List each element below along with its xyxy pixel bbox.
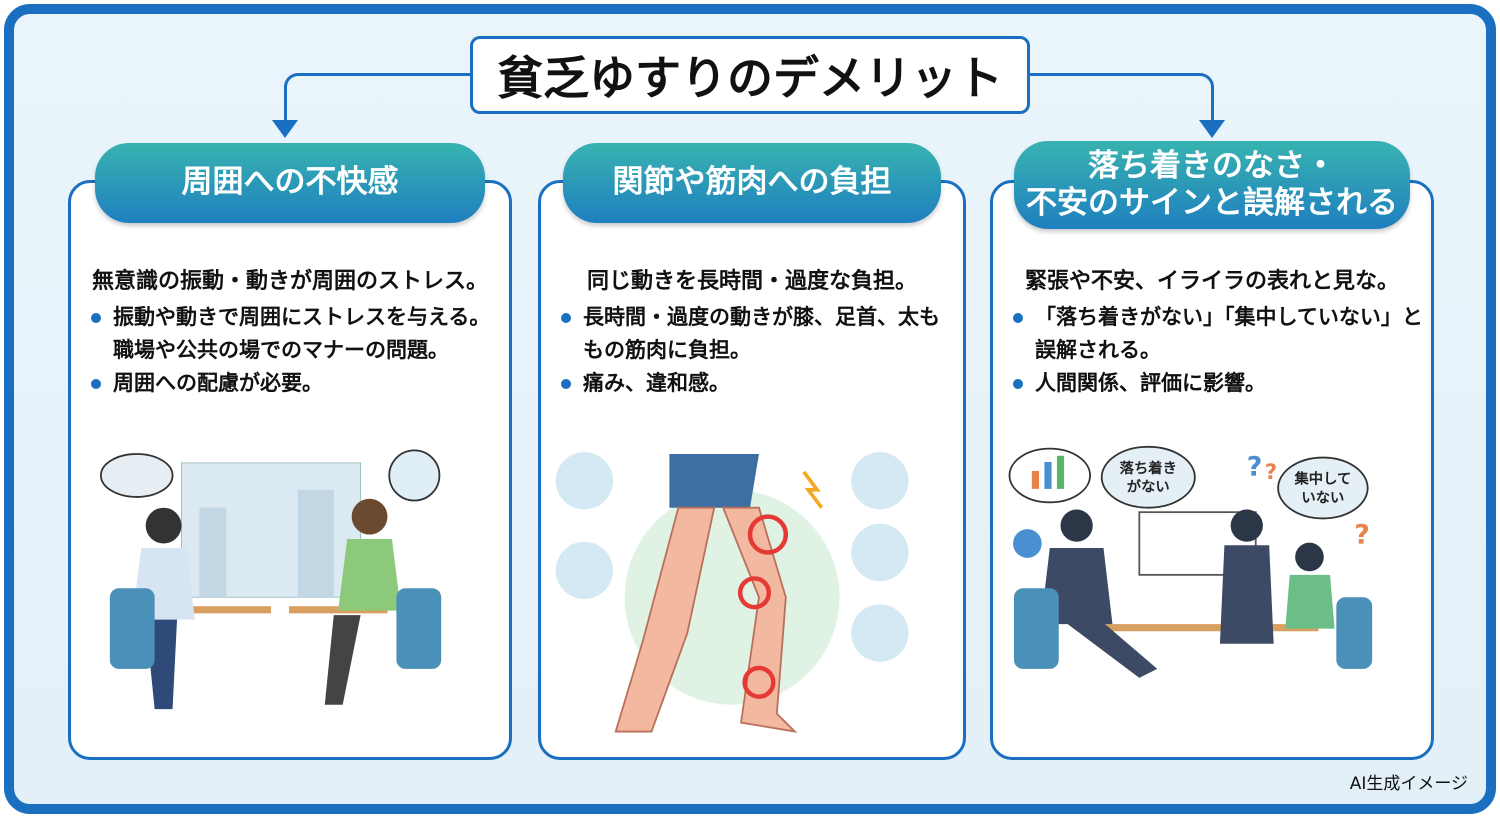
chair	[1013, 588, 1059, 669]
bullet-item: 人間関係、評価に影響。	[1009, 367, 1427, 400]
heading-line: 不安のサインと誤解される	[1026, 185, 1398, 221]
person-man-standing	[1230, 509, 1263, 542]
joint-inset	[555, 452, 613, 510]
bubble-text: がない	[1127, 478, 1170, 496]
panel-lead: 無意識の振動・動きが周囲のストレス。	[91, 269, 488, 294]
shorts	[669, 453, 759, 508]
panel-heading: 周囲への不快感	[95, 143, 485, 223]
question-icon: ?	[1265, 460, 1277, 485]
chair	[1336, 597, 1373, 669]
pain-ankle-icon	[742, 665, 776, 699]
bullet-item: 振動や動きで周囲にストレスを与える。職場や公共の場でのマナーの問題。	[87, 301, 505, 367]
leg-front	[721, 506, 798, 733]
person-woman	[1295, 542, 1324, 572]
bullet-list: 「落ち着きがない」「集中していない」と誤解される。 人間関係、評価に影響。	[1009, 301, 1427, 400]
desk	[1085, 624, 1319, 632]
person-icon	[388, 449, 441, 502]
arrow-left-icon	[272, 120, 298, 138]
connector-left	[284, 73, 472, 123]
page-title: 貧乏ゆすりのデメリット	[470, 36, 1030, 114]
question-icon: ?	[1247, 451, 1263, 482]
muscle-inset	[851, 604, 909, 662]
connector-right	[1028, 73, 1214, 123]
desk	[288, 606, 388, 614]
bubble-text: いない	[1301, 489, 1344, 506]
panel-misunderstood: 落ち着きのなさ・ 不安のサインと誤解される 緊張や不安、イライラの表れと見な。 …	[990, 141, 1434, 760]
leg-back	[614, 506, 716, 733]
thought-bubble	[100, 453, 174, 498]
thought-bubble-unfocused	[1277, 456, 1369, 520]
chair	[396, 588, 442, 669]
bubble-text: 集中して	[1293, 470, 1351, 488]
person-man-seated	[1060, 509, 1093, 542]
chair	[109, 588, 155, 669]
panel-lead: 同じ動きを長時間・過度な負担。	[586, 269, 917, 294]
arrow-right-icon	[1199, 120, 1225, 138]
joint-inset	[851, 452, 909, 510]
leg-illustration	[555, 452, 909, 733]
bullet-item: 周囲への配慮が必要。	[87, 367, 505, 400]
panel-lead: 緊張や不安、イライラの表れと見な。	[1024, 269, 1399, 294]
office-illustration	[100, 449, 442, 710]
desk	[172, 606, 272, 614]
bullet-item: 「落ち着きがない」「集中していない」と誤解される。	[1009, 301, 1427, 367]
bullet-item: 長時間・過度の動きが膝、足首、太ももの筋肉に負担。	[557, 301, 959, 367]
heading-line: 落ち着きのなさ・	[1088, 147, 1336, 184]
bubble-text: 落ち着き	[1120, 459, 1177, 477]
thought-bubble-restless	[1100, 445, 1196, 509]
pain-knee-icon	[747, 514, 789, 555]
meeting-illustration: 落ち着き がない 集中して いない ? ? ?	[1008, 445, 1373, 678]
panel-heading: 関節や筋肉への負担	[563, 143, 941, 223]
ai-generated-label: AI生成イメージ	[1349, 774, 1468, 794]
question-icon	[1013, 529, 1042, 558]
panel-joint-strain: 関節や筋肉への負担 同じ動きを長時間・過度な負担。 長時間・過度の動きが膝、足首…	[538, 143, 966, 760]
person-man	[351, 498, 388, 535]
question-icon: ?	[1354, 520, 1370, 551]
bullet-list: 長時間・過度の動きが膝、足首、太ももの筋肉に負担。 痛み、違和感。	[557, 301, 959, 400]
lightning-icon	[802, 470, 824, 509]
panel-discomfort: 周囲への不快感 無意識の振動・動きが周囲のストレス。 振動や動きで周囲にストレス…	[68, 143, 512, 760]
joint-inset	[555, 541, 613, 600]
joint-inset	[851, 523, 909, 582]
panel-heading: 落ち着きのなさ・ 不安のサインと誤解される	[1014, 141, 1410, 229]
person-woman	[145, 507, 182, 544]
bullet-list: 振動や動きで周囲にストレスを与える。職場や公共の場でのマナーの問題。 周囲への配…	[87, 301, 505, 400]
bullet-item: 痛み、違和感。	[557, 367, 959, 400]
pain-thigh-icon	[737, 576, 772, 610]
